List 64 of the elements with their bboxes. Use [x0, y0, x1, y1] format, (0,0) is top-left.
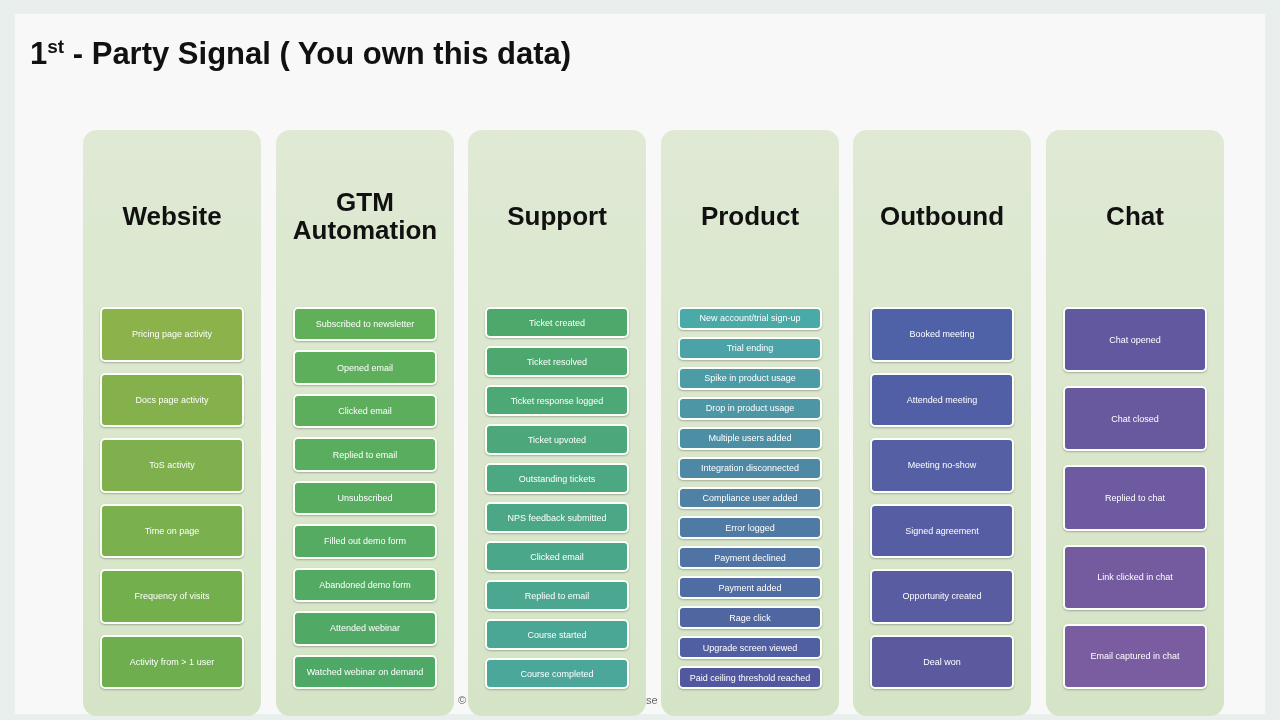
signal-box: Deal won	[870, 634, 1014, 689]
signal-box: Compliance user added	[678, 486, 822, 510]
signal-box: Clicked email	[293, 393, 437, 429]
signal-box: Booked meeting	[870, 307, 1014, 362]
column-heading: Chat	[1106, 202, 1164, 230]
signal-box: Course started	[485, 619, 629, 650]
signal-box: NPS feedback submitted	[485, 502, 629, 533]
copyright-mark: ©	[458, 694, 467, 706]
signal-box: Payment added	[678, 576, 822, 600]
signal-box: Ticket response logged	[485, 385, 629, 416]
signal-box: Paid ceiling threshold reached	[678, 666, 822, 689]
signal-box: Replied to email	[485, 580, 629, 611]
signal-box: Subscribed to newsletter	[293, 307, 437, 342]
signal-box: Integration disconnected	[678, 456, 822, 480]
signal-box: Spike in product usage	[678, 366, 822, 390]
signal-box: Opened email	[293, 350, 437, 385]
slide-title: 1$^{st}$ - Party Signal ( You own this data)	[30, 34, 572, 73]
signal-box: Rage click	[678, 606, 822, 630]
signal-box: Pricing page activity	[100, 307, 244, 362]
signal-box: Upgrade screen viewed	[678, 636, 822, 660]
signal-box: Opportunity created	[870, 569, 1014, 624]
column-heading: GTM Automation	[291, 188, 439, 244]
signal-box: Replied to chat	[1063, 465, 1207, 531]
signal-box: Signed agreement	[870, 503, 1014, 558]
signal-box: Outstanding tickets	[485, 463, 629, 494]
column-panel	[468, 130, 646, 716]
signal-box: New account/trial sign-up	[678, 307, 822, 330]
footer-text: se	[646, 694, 658, 706]
signal-box: Course completed	[485, 658, 629, 689]
column-panel	[853, 130, 1031, 716]
signal-box: Payment declined	[678, 546, 822, 570]
signal-box: Ticket resolved	[485, 346, 629, 377]
signal-box: Docs page activity	[100, 372, 244, 427]
signal-box: Watched webinar on demand	[293, 654, 437, 689]
column-heading: Support	[507, 202, 607, 230]
column-panel	[1046, 130, 1224, 716]
signal-box: Clicked email	[485, 541, 629, 572]
signal-box: Chat opened	[1063, 307, 1207, 373]
signal-box: Time on page	[100, 503, 244, 558]
signal-box: Email captured in chat	[1063, 623, 1207, 689]
signal-box: Attended meeting	[870, 372, 1014, 427]
signal-box: Multiple users added	[678, 426, 822, 450]
signal-box: Attended webinar	[293, 611, 437, 646]
column-panel	[83, 130, 261, 716]
column-panel	[276, 130, 454, 716]
signal-box: ToS activity	[100, 438, 244, 493]
signal-box: Frequency of visits	[100, 569, 244, 624]
signal-box: Abandoned demo form	[293, 567, 437, 603]
signal-box: Error logged	[678, 516, 822, 540]
signal-box: Trial ending	[678, 336, 822, 360]
column-panel	[661, 130, 839, 716]
signal-box: Ticket upvoted	[485, 424, 629, 455]
column-heading: Outbound	[879, 202, 1005, 230]
signal-box: Ticket created	[485, 307, 629, 338]
signal-box: Link clicked in chat	[1063, 544, 1207, 610]
signal-box: Replied to email	[293, 437, 437, 472]
column-heading: Product	[700, 202, 800, 230]
signal-box: Activity from > 1 user	[100, 634, 244, 689]
signal-box: Unsubscribed	[293, 480, 437, 516]
signal-box: Meeting no-show	[870, 438, 1014, 493]
column-heading: Website	[122, 202, 222, 230]
signal-box: Drop in product usage	[678, 396, 822, 420]
signal-box: Chat closed	[1063, 386, 1207, 452]
signal-box: Filled out demo form	[293, 524, 437, 559]
